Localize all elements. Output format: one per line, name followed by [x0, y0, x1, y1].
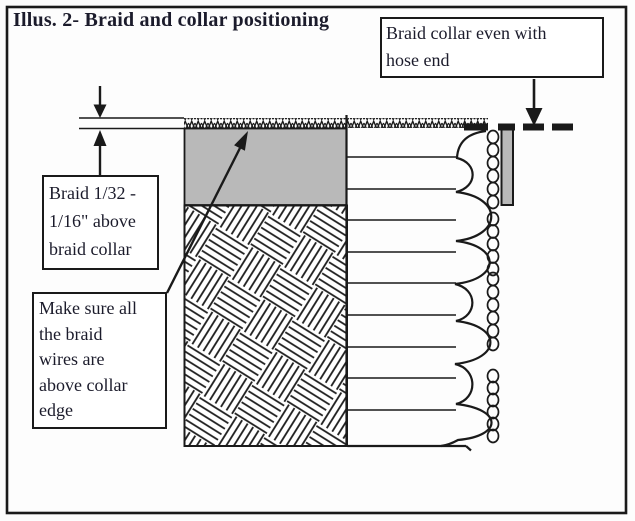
braid-collar-rect [183, 127, 348, 206]
braid-weave-area [183, 204, 348, 447]
callout-braid-above-collar: Braid 1/32 - 1/16" above braid collar [42, 175, 159, 270]
hose-lines [347, 156, 472, 452]
arrow-collar-icon [525, 79, 543, 126]
page-border [5, 5, 628, 515]
arrow-up-icon [93, 130, 107, 175]
collar-end-bar [500, 127, 514, 206]
braid-stubble-strip [184, 118, 488, 128]
wire-chain [486, 129, 500, 444]
callout-collar-even-with-hose-end: Braid collar even with hose end [380, 17, 604, 78]
arrow-diagonal-icon [165, 131, 248, 294]
figure-title: Illus. 2- Braid and collar positioning [13, 9, 330, 31]
callout-wires-above-collar-edge: Make sure all the braid wires are above … [32, 292, 167, 429]
arrow-down-icon [93, 86, 107, 118]
braid-level-lines [79, 117, 184, 130]
alignment-dashed-line [464, 123, 573, 131]
hose-bellows-edge [440, 129, 493, 448]
